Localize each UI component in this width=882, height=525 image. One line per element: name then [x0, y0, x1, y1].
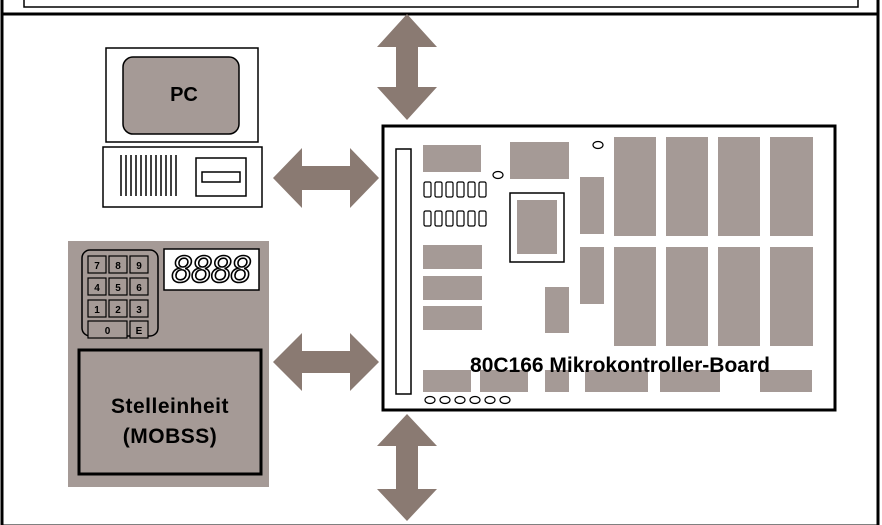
chip: [545, 287, 569, 333]
chip: [660, 370, 720, 392]
chip: [545, 370, 569, 392]
bottom-leds: [424, 395, 511, 405]
chip: [480, 370, 528, 392]
arrow-pc-board: [273, 148, 379, 208]
arrow-bottom-vertical: [377, 414, 437, 521]
board-connector: [395, 148, 412, 395]
cpu-socket: [509, 192, 565, 263]
led: [424, 395, 436, 405]
pc-screen: [122, 56, 240, 135]
pc-computer: PC: [102, 47, 263, 208]
dip-switch: [467, 181, 476, 198]
led: [484, 395, 496, 405]
chip: [580, 247, 604, 304]
board-chips: [423, 137, 813, 392]
control-unit-label-box: [77, 348, 263, 476]
keypad-key: [87, 255, 107, 274]
microcontroller-board: 80C166 Mikrokontroller-Board: [381, 124, 837, 412]
memory-chip: [718, 247, 760, 346]
top-strip-box: [23, 0, 859, 8]
keypad-key-label: 2: [115, 305, 121, 316]
led: [592, 140, 604, 150]
keypad-key-label: 4: [94, 283, 100, 294]
keypad-key: [87, 320, 128, 339]
memory-chip: [666, 247, 708, 346]
seven-segment-display: [163, 248, 260, 291]
keypad-key-label: 7: [94, 261, 100, 272]
control-unit: 7 8 9 4 5 6 1 2 3 0 E 8888 Stelleinheit (MOBSS): [68, 241, 269, 487]
led: [469, 395, 481, 405]
keypad-key-label: 1: [94, 305, 100, 316]
board-label: 80C166 Mikrokontroller-Board: [470, 354, 770, 377]
dip-switch: [456, 210, 465, 227]
arrow-control-unit-board: [273, 333, 379, 391]
keypad-key: [129, 255, 149, 274]
arrows: [273, 14, 437, 521]
keypad-key: [87, 277, 107, 296]
dip-switch: [434, 210, 443, 227]
memory-chip: [614, 137, 656, 236]
memory-chip: [718, 137, 760, 236]
keypad-key-label: 3: [136, 305, 142, 316]
dip-switch: [423, 210, 432, 227]
dip-switch: [478, 181, 487, 198]
keypad-key-label: 9: [136, 261, 142, 272]
dip-switches: [423, 181, 487, 227]
chip: [760, 370, 812, 392]
chip: [423, 370, 471, 392]
pc-vent-grille: [120, 155, 177, 196]
pc-label: PC: [170, 84, 198, 106]
memory-chip: [666, 137, 708, 236]
led: [454, 395, 466, 405]
keypad-key: [129, 320, 149, 339]
pc-drive-slot: [201, 171, 241, 183]
memory-chip: [770, 137, 813, 236]
keypad-key: [129, 277, 149, 296]
memory-chip: [770, 247, 813, 346]
chip: [423, 306, 482, 330]
chip: [510, 142, 569, 179]
dip-switch: [434, 181, 443, 198]
dip-switch: [445, 181, 454, 198]
keypad-key-label: 0: [105, 326, 111, 337]
chip: [423, 276, 482, 300]
led: [492, 170, 504, 180]
dip-switch: [456, 181, 465, 198]
keypad-key-label: 6: [136, 283, 142, 294]
control-unit-label-line2: (MOBSS): [123, 425, 218, 448]
dip-switch: [467, 210, 476, 227]
keypad-key-label: 8: [115, 261, 121, 272]
keypad-key: [108, 277, 128, 296]
display-digits: 8888: [172, 250, 251, 291]
dip-switch: [478, 210, 487, 227]
dip-switch: [423, 181, 432, 198]
chip: [580, 177, 604, 234]
keypad-key: [87, 299, 107, 318]
dip-switch: [445, 210, 454, 227]
keypad-key: [108, 255, 128, 274]
led: [499, 395, 511, 405]
keypad-key-label: E: [136, 326, 143, 337]
keypad-key: [129, 299, 149, 318]
cpu-chip: [517, 200, 557, 254]
led: [439, 395, 451, 405]
chip: [423, 145, 481, 172]
keypad-key: [108, 299, 128, 318]
chip: [423, 245, 482, 269]
keypad-key-label: 5: [115, 283, 121, 294]
arrow-top-vertical: [377, 14, 437, 120]
chip: [585, 370, 648, 392]
control-unit-label-line1: Stelleinheit: [111, 395, 229, 418]
keypad-keys: 7 8 9 4 5 6 1 2 3 0 E: [87, 255, 149, 339]
memory-chip: [614, 247, 656, 346]
